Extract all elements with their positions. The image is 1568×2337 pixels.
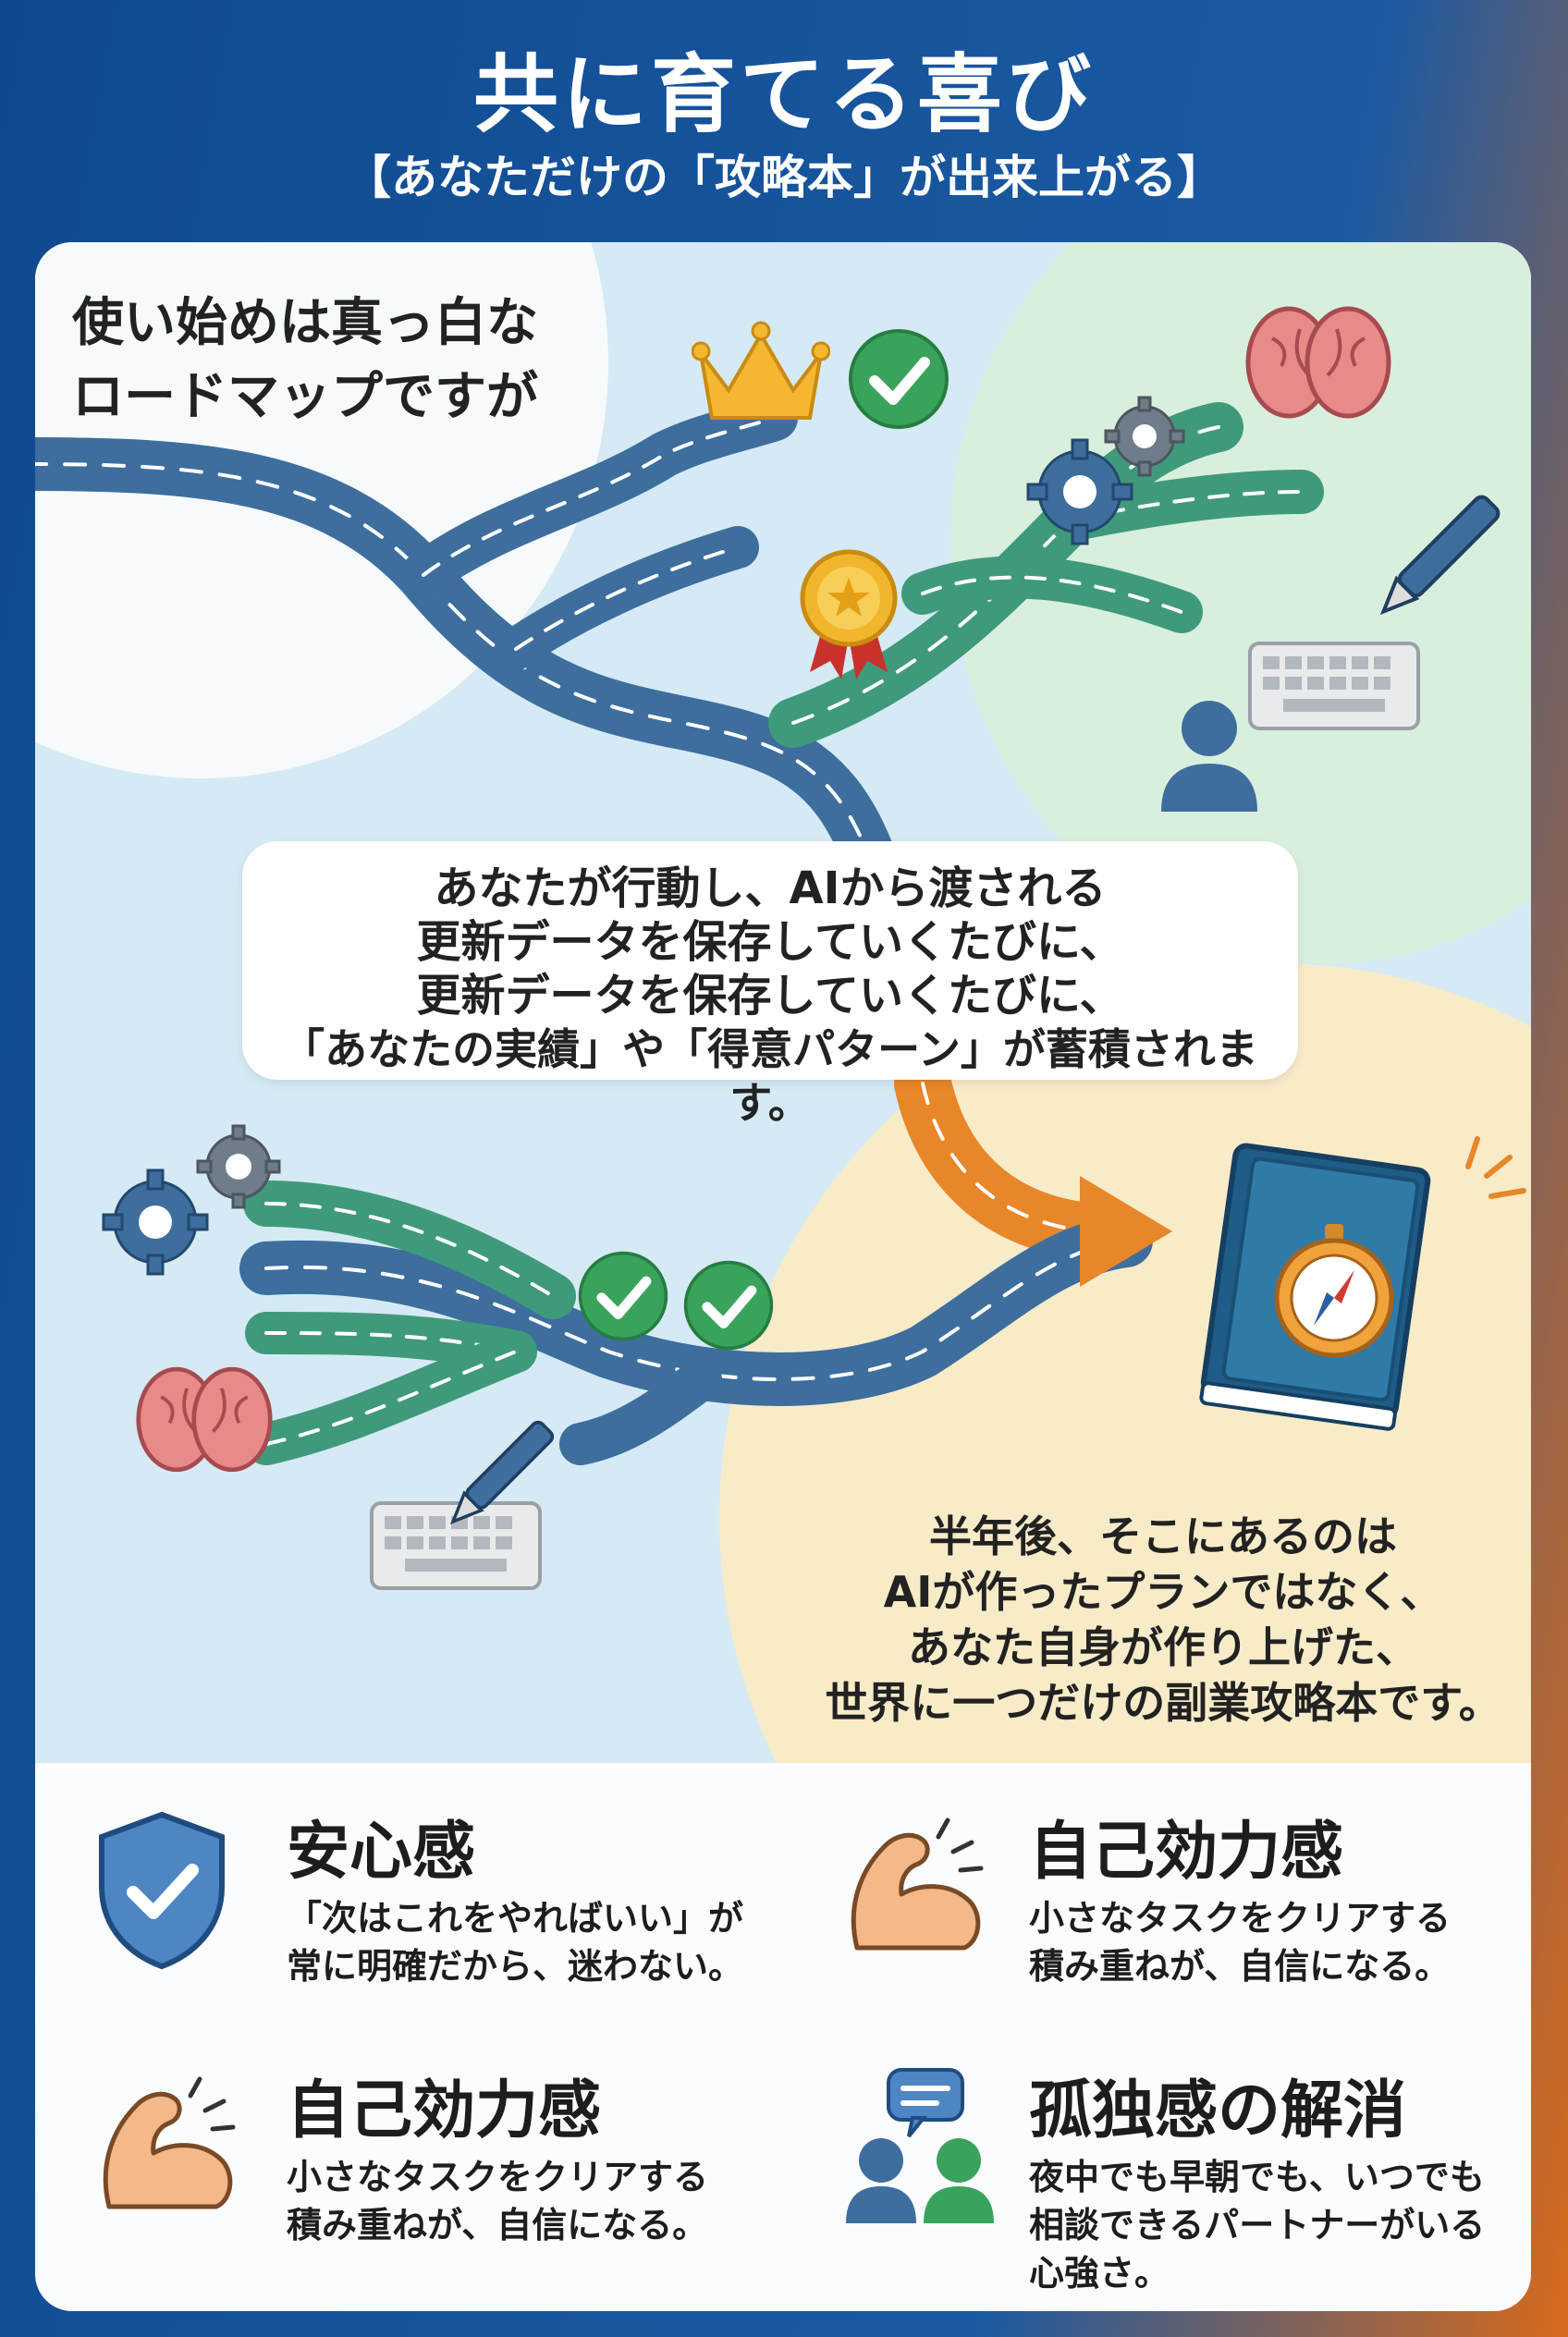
road-network bbox=[35, 395, 1324, 1465]
keyboard-icon bbox=[1248, 642, 1420, 730]
arrow-head bbox=[1080, 1176, 1172, 1287]
callout-line: 「あなたの実績」や「得意パターン」が蓄積されます。 bbox=[282, 1024, 1258, 1128]
benefit-desc-line: 常に明確だから、迷わない。 bbox=[287, 1946, 744, 1987]
intro-line: ロードマップですが bbox=[72, 367, 538, 427]
keyboard-icon bbox=[370, 1501, 542, 1590]
check-icon bbox=[683, 1260, 774, 1351]
brain-icon bbox=[136, 1366, 273, 1473]
sparkle-lines bbox=[1465, 1136, 1526, 1199]
crown-icon bbox=[692, 321, 830, 420]
benefit-desc-line: 相談できるパートナーがいる bbox=[1029, 2205, 1486, 2245]
medal-icon bbox=[800, 549, 898, 679]
benefit-desc-line: 夜中でも早朝でも、いつでも bbox=[1029, 2157, 1485, 2197]
benefit-card: 孤独感の解消 夜中でも早朝でも、いつでも 相談できるパートナーがいる 心強さ。 bbox=[783, 2031, 1531, 2308]
pen-icon bbox=[1379, 495, 1501, 616]
callout-line: 更新データを保存していくたびに、 bbox=[416, 970, 1124, 1022]
page-subtitle: 【あなただけの「攻略本」が出来上がる】 bbox=[345, 151, 1223, 204]
main-panel: 使い始めは真っ白な ロードマップですが あなたが行動し、AIから渡される 更新デ… bbox=[35, 242, 1531, 2311]
gear-icon bbox=[102, 1124, 281, 1276]
check-icon bbox=[849, 329, 949, 429]
check-icon bbox=[578, 1251, 668, 1341]
benefit-desc-line: 積み重ねが、自信になる。 bbox=[1029, 1946, 1451, 1987]
result-line: 世界に一つだけの副業攻略本です。 bbox=[825, 1678, 1501, 1728]
benefit-desc: 「次はこれをやればいい」が 常に明確だから、迷わない。 bbox=[287, 1894, 743, 1990]
benefit-title: 自己効力感 bbox=[287, 2074, 602, 2147]
road-top-main bbox=[35, 437, 894, 879]
page-title: 共に育てる喜び bbox=[472, 45, 1095, 144]
compass-icon bbox=[1274, 1224, 1394, 1358]
benefit-title: 安心感 bbox=[287, 1816, 476, 1889]
brain-icon bbox=[1245, 306, 1391, 419]
result-text: 半年後、そこにあるのは AIが作ったプランではなく、 あなた自身が作り上げた、 … bbox=[802, 1509, 1524, 1731]
benefit-desc: 小さなタスクをクリアする 積み重ねが、自信になる。 bbox=[287, 2153, 708, 2249]
road-top-branch-2 bbox=[495, 526, 759, 670]
gear-icon bbox=[1026, 396, 1185, 545]
benefit-card: 安心感 「次はこれをやればいい」が 常に明確だから、迷わない。 bbox=[35, 1763, 783, 2031]
pen-icon bbox=[449, 1420, 555, 1525]
benefit-desc-line: 積み重ねが、自信になる。 bbox=[287, 2205, 708, 2245]
benefit-title: 自己効力感 bbox=[1029, 1816, 1344, 1889]
benefit-desc-line: 小さなタスクをクリアする bbox=[1029, 1898, 1452, 1939]
benefit-desc-line: 「次はこれをやればいい」が bbox=[287, 1898, 744, 1939]
intro-text: 使い始めは真っ白な ロードマップですが bbox=[72, 287, 538, 434]
road-bottom-blue-branch bbox=[559, 1358, 722, 1465]
result-line: AIが作ったプランではなく、 bbox=[883, 1567, 1443, 1617]
benefit-title: 孤独感の解消 bbox=[1029, 2074, 1407, 2147]
callout-line: あなたが行動し、AIから渡される bbox=[434, 863, 1107, 914]
benefit-card: 自己効力感 小さなタスクをクリアする 積み重ねが、自信になる。 bbox=[35, 2031, 783, 2308]
result-line: あなた自身が作り上げた、 bbox=[908, 1622, 1418, 1672]
progress-callout: あなたが行動し、AIから渡される 更新データを保存していくたびに、 更新データを… bbox=[242, 841, 1298, 1128]
people-chat-icon bbox=[846, 2068, 994, 2223]
benefit-desc-line: 心強さ。 bbox=[1029, 2253, 1170, 2294]
intro-line: 使い始めは真っ白な bbox=[72, 293, 538, 353]
benefit-desc-line: 小さなタスクをクリアする bbox=[287, 2157, 709, 2197]
benefit-desc: 小さなタスクをクリアする 積み重ねが、自信になる。 bbox=[1029, 1894, 1451, 1990]
flexed-arm-icon bbox=[103, 2076, 236, 2209]
roadmap-illustration: 使い始めは真っ白な ロードマップですが あなたが行動し、AIから渡される 更新デ… bbox=[35, 242, 1531, 1763]
shield-check-icon bbox=[99, 1811, 225, 1970]
callout-line: 更新データを保存していくたびに、 bbox=[416, 916, 1124, 968]
result-line: 半年後、そこにあるのは bbox=[929, 1511, 1397, 1561]
benefit-card: 自己効力感 小さなタスクをクリアする 積み重ねが、自信になる。 bbox=[783, 1763, 1531, 2031]
benefit-desc: 夜中でも早朝でも、いつでも 相談できるパートナーがいる 心強さ。 bbox=[1029, 2153, 1485, 2297]
flexed-arm-icon bbox=[851, 1817, 984, 1951]
person-icon bbox=[1161, 701, 1257, 812]
